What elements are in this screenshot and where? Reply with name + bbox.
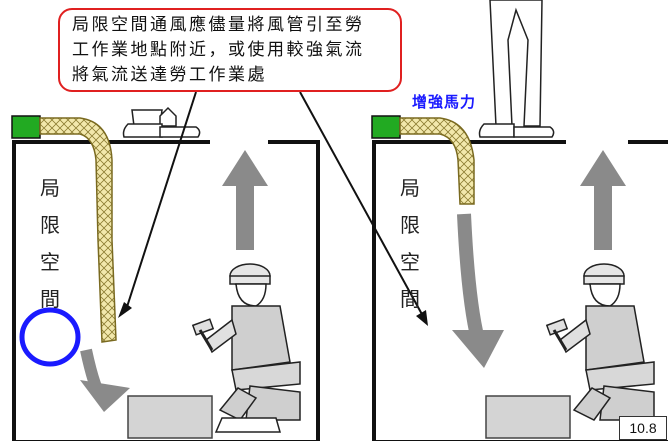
right-block (485, 395, 571, 439)
right-exhaust-up-arrow (580, 150, 626, 250)
right-kneeling-worker (545, 263, 655, 421)
right-label-char-3: 空 (400, 250, 420, 274)
right-blower (371, 115, 401, 139)
right-flexible-duct (399, 117, 475, 205)
boost-label: 增強馬力 (412, 93, 477, 111)
callout-line-1: 局限空間通風應儘量將風管引至勞 (72, 15, 365, 35)
highlight-circle (19, 307, 81, 367)
right-standing-worker-legs (478, 0, 555, 138)
left-confined-space (12, 139, 320, 441)
callout-box: 局限空間通風應儘量將風管引至勞 工作業地點附近，或使用較強氣流 將氣流送達勞工作… (58, 8, 402, 92)
right-label-char-2: 限 (400, 213, 420, 237)
left-block (127, 395, 213, 439)
right-callout-pointer (299, 91, 425, 319)
left-blower (11, 115, 41, 139)
left-label-char-2: 限 (40, 213, 60, 237)
left-kneeling-worker (191, 263, 301, 433)
left-airflow-down-arrow (80, 348, 130, 412)
left-flexible-duct (39, 117, 117, 343)
right-confined-space (372, 139, 668, 441)
left-label-char-3: 空 (40, 250, 60, 274)
page-number: 10.8 (619, 416, 667, 440)
right-label-char-4: 間 (400, 287, 420, 311)
left-space-label: 局 限 空 間 (38, 170, 62, 318)
callout-line-2: 工作業地點附近，或使用較強氣流 (72, 40, 365, 60)
left-standing-worker-legs (122, 106, 201, 138)
left-label-char-1: 局 (40, 176, 60, 200)
callout-line-3: 將氣流送達勞工作業處 (72, 65, 267, 85)
right-label-char-1: 局 (400, 176, 420, 200)
left-callout-pointer (125, 91, 197, 311)
right-strong-airflow-arrow (452, 213, 504, 368)
left-label-char-4: 間 (40, 287, 60, 311)
left-exhaust-up-arrow (222, 150, 268, 250)
right-space-label: 局 限 空 間 (398, 170, 422, 318)
